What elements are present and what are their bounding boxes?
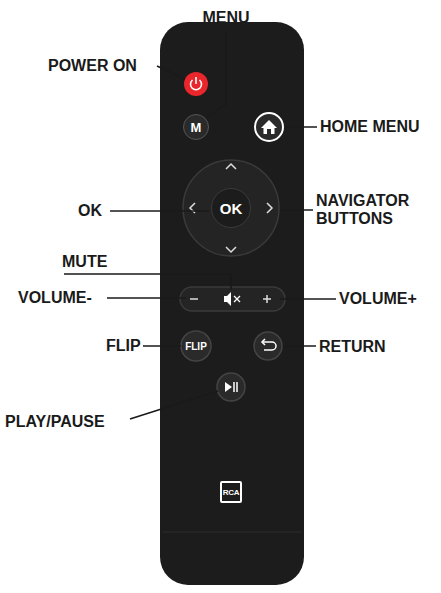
volume-rocker	[180, 287, 285, 311]
button-face: OK	[211, 188, 251, 228]
navigator-ring	[183, 160, 279, 256]
return-button	[254, 332, 282, 360]
body-seam	[162, 532, 302, 533]
logo-box: RCA	[220, 481, 242, 503]
button-text: RCA	[223, 488, 239, 497]
flip-button	[181, 331, 211, 361]
button-text: OK	[220, 200, 243, 217]
callout-label: NAVIGATOR BUTTONS	[316, 192, 436, 229]
callout-label: FLIP	[106, 337, 141, 355]
callout-label: MUTE	[62, 253, 107, 271]
callout-label: PLAY/PAUSE	[5, 413, 105, 431]
callout-label: HOME MENU	[320, 118, 420, 136]
return-icon	[263, 342, 276, 350]
play-pause-button	[217, 373, 245, 401]
power-button	[184, 72, 208, 96]
callout-label: MENU	[202, 9, 249, 27]
callout-label: OK	[78, 202, 102, 220]
home-icon	[261, 120, 277, 134]
pause-icon	[234, 382, 237, 392]
minus-icon	[190, 298, 198, 300]
button-text: FLIP	[185, 341, 207, 352]
remote-body	[160, 22, 304, 585]
callout-label: VOLUME-	[18, 289, 92, 307]
play-icon	[225, 382, 232, 392]
callout-label: VOLUME+	[339, 290, 417, 308]
button-face: M	[183, 114, 209, 140]
home-button	[255, 113, 283, 141]
callout-label: RETURN	[319, 338, 386, 356]
navigator-arrows	[190, 164, 272, 252]
callout-label: POWER ON	[48, 57, 137, 75]
leader-lines	[64, 31, 336, 419]
button-face: FLIP	[181, 331, 211, 361]
home-icon	[267, 129, 271, 134]
mute-icon	[234, 296, 240, 302]
plus-icon	[263, 295, 271, 303]
power-icon	[195, 77, 197, 84]
mute-icon	[224, 292, 231, 306]
return-icon	[262, 339, 265, 345]
button-text: M	[191, 120, 202, 135]
